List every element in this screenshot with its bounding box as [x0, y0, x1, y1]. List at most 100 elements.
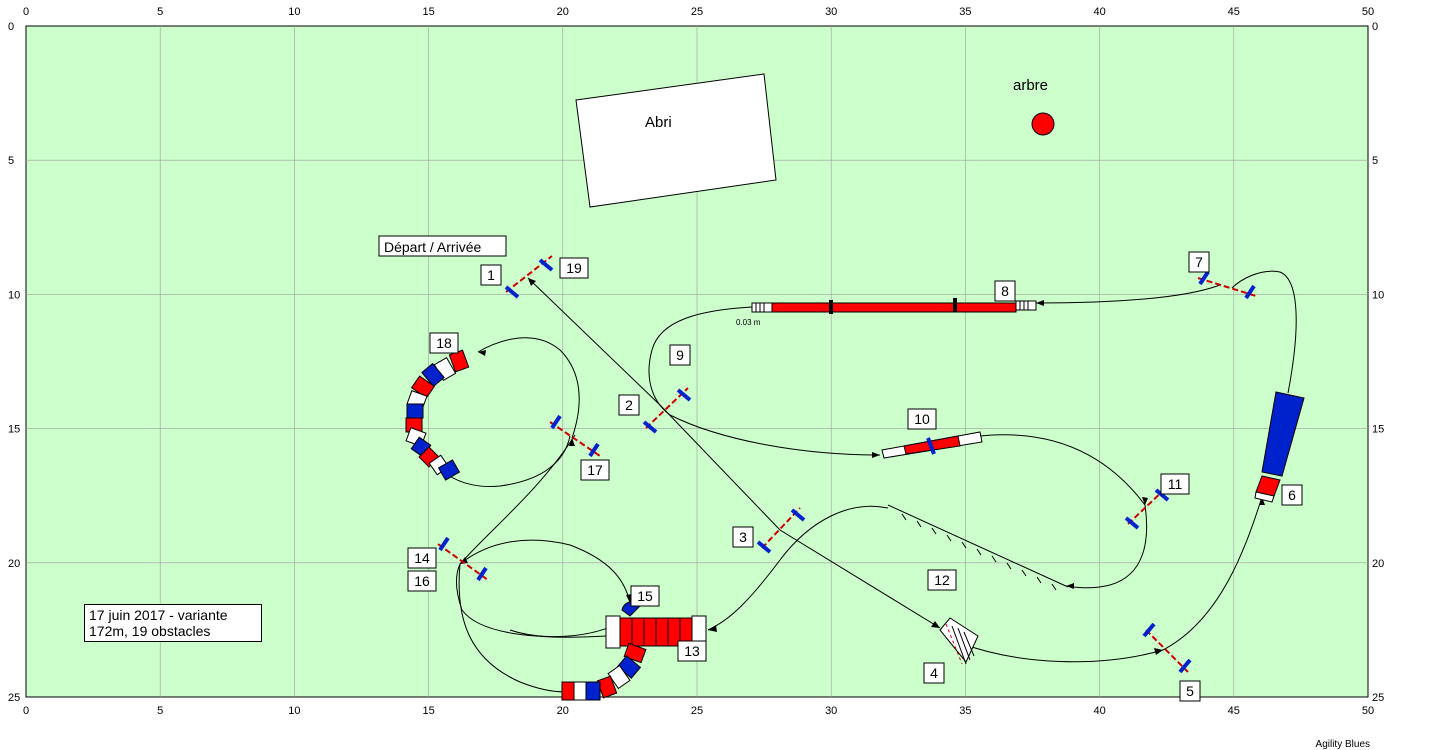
x-tick-label: 10 — [288, 705, 300, 717]
number-label-11: 11 — [1168, 476, 1183, 492]
number-box-8 — [994, 280, 1016, 302]
number-label-5: 5 — [1186, 683, 1194, 699]
shelter-label: Abri — [645, 114, 672, 131]
x-tick-label: 0 — [23, 6, 29, 18]
number-label-12: 12 — [934, 572, 950, 588]
y-tick-label: 15 — [8, 424, 20, 436]
y-tick-label: 20 — [8, 558, 20, 570]
x-tick-label: 35 — [959, 705, 971, 717]
jump-17 — [549, 414, 601, 458]
course-path — [421, 270, 1297, 693]
note-date: 17 juin 2017 - variante — [89, 607, 228, 623]
jump-2 — [642, 387, 692, 434]
x-tick-label: 20 — [557, 6, 569, 18]
brand-label: Agility Blues — [1315, 739, 1370, 750]
x-tick-label: 40 — [1093, 705, 1105, 717]
obstacle-13-tunnel — [605, 615, 707, 649]
x-tick-label: 20 — [557, 705, 569, 717]
tree-marker — [1031, 112, 1055, 136]
number-label-19: 19 — [566, 260, 582, 276]
y-tick-label: 20 — [1372, 558, 1384, 570]
number-box-7 — [1188, 251, 1210, 273]
x-tick-label: 30 — [825, 6, 837, 18]
number-box-11 — [1160, 473, 1190, 495]
number-label-1: 1 — [487, 267, 495, 283]
number-label-7: 7 — [1195, 254, 1203, 270]
y-tick-label: 10 — [8, 289, 20, 301]
x-tick-label: 5 — [157, 6, 163, 18]
path-arrows — [460, 278, 1265, 655]
number-label-17: 17 — [587, 462, 603, 478]
obstacle-4-hurdle — [939, 617, 979, 665]
x-tick-label: 15 — [422, 705, 434, 717]
axis-ticks: 0055101015152020252530303535404045455050… — [8, 6, 1384, 717]
number-box-2 — [618, 394, 640, 416]
obstacle-12-weave — [887, 504, 1069, 591]
number-label-8: 8 — [1001, 283, 1009, 299]
number-label-13: 13 — [684, 643, 700, 659]
number-label-3: 3 — [739, 529, 747, 545]
obstacle-18-curved-tunnel — [405, 349, 470, 481]
start-label-box — [378, 235, 507, 257]
number-box-15 — [630, 585, 660, 607]
y-tick-label: 0 — [8, 21, 14, 33]
x-tick-label: 50 — [1362, 705, 1374, 717]
number-label-10: 10 — [914, 411, 930, 427]
number-box-18 — [429, 332, 459, 354]
note-summary: 172m, 19 obstacles — [89, 623, 211, 639]
number-box-14 — [407, 547, 437, 569]
x-tick-label: 40 — [1093, 6, 1105, 18]
number-box-13 — [677, 640, 707, 662]
number-box-4 — [923, 662, 945, 684]
y-tick-label: 25 — [1372, 692, 1384, 704]
start-label: Départ / Arrivée — [384, 239, 481, 255]
x-tick-label: 45 — [1228, 705, 1240, 717]
jump-14-16 — [437, 536, 489, 582]
y-tick-label: 15 — [1372, 424, 1384, 436]
jump-11 — [1124, 487, 1170, 530]
y-tick-label: 25 — [8, 692, 20, 704]
number-box-10 — [907, 408, 937, 430]
obstacle-8-dogwalk — [751, 298, 1037, 314]
y-tick-label: 5 — [1372, 155, 1378, 167]
jump-5 — [1142, 622, 1192, 674]
x-tick-label: 25 — [691, 6, 703, 18]
number-box-17 — [580, 459, 610, 481]
tree-label: arbre — [1013, 77, 1048, 94]
number-box-6 — [1281, 484, 1303, 506]
jump-7 — [1197, 270, 1257, 300]
x-tick-label: 10 — [288, 6, 300, 18]
number-label-18: 18 — [436, 335, 452, 351]
obstacle-10-panel — [881, 431, 983, 459]
number-box-9 — [669, 344, 691, 366]
number-box-1 — [480, 264, 502, 286]
number-box-16 — [407, 570, 437, 592]
obstacle-6-chute — [1254, 391, 1305, 503]
x-tick-label: 25 — [691, 705, 703, 717]
y-tick-label: 10 — [1372, 289, 1384, 301]
number-box-3 — [732, 526, 754, 548]
number-label-6: 6 — [1288, 487, 1296, 503]
x-tick-label: 45 — [1228, 6, 1240, 18]
shelter-rect — [575, 73, 777, 208]
number-box-19 — [559, 257, 589, 279]
distance-note: 0.03 m — [736, 318, 761, 327]
number-box-12 — [927, 569, 957, 591]
number-label-14: 14 — [414, 550, 430, 566]
number-label-2: 2 — [625, 397, 633, 413]
y-tick-label: 0 — [1372, 21, 1378, 33]
x-tick-label: 35 — [959, 6, 971, 18]
number-label-9: 9 — [676, 347, 684, 363]
x-tick-label: 30 — [825, 705, 837, 717]
obstacle-15-curved-tunnel — [561, 601, 647, 701]
jump-3 — [756, 507, 806, 554]
number-label-4: 4 — [930, 665, 938, 681]
y-tick-label: 5 — [8, 155, 14, 167]
course-note: 17 juin 2017 - variante 172m, 19 obstacl… — [84, 604, 262, 642]
x-tick-label: 15 — [422, 6, 434, 18]
x-tick-label: 0 — [23, 705, 29, 717]
x-tick-label: 50 — [1362, 6, 1374, 18]
number-box-5 — [1179, 680, 1201, 702]
